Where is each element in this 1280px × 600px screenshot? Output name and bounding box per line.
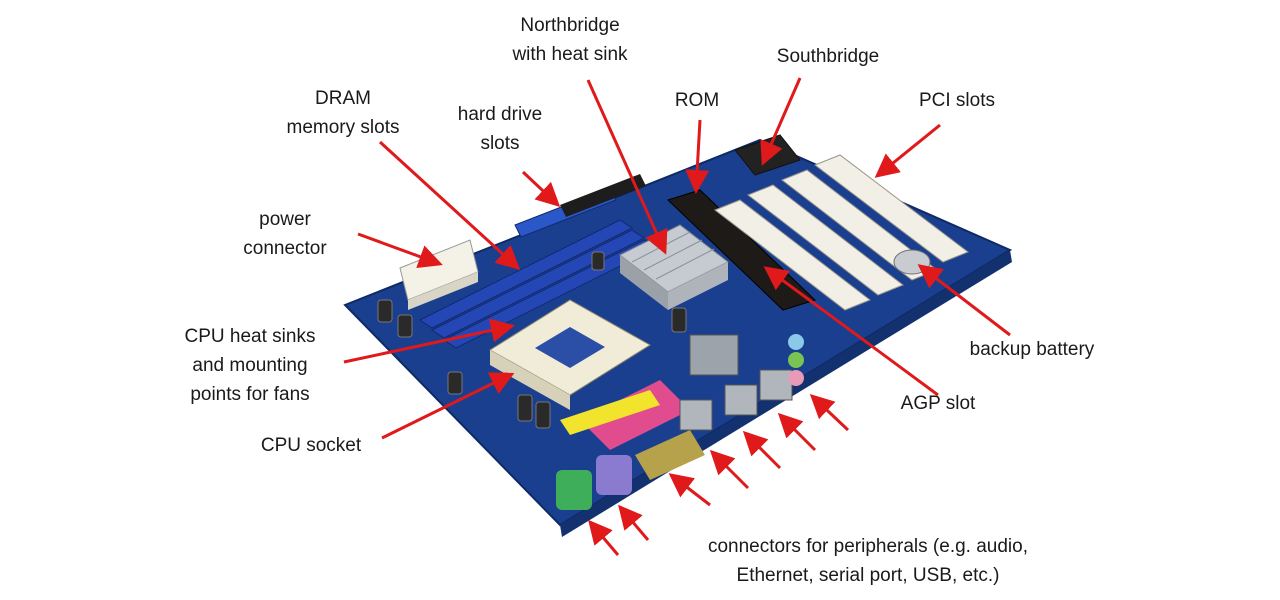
arrow-power <box>357 232 443 269</box>
callout-arrows <box>343 77 1011 556</box>
label-hard-drive: hard drive slots <box>457 104 543 154</box>
pci-slots <box>713 154 970 311</box>
cpu-socket <box>489 299 651 410</box>
label-backup-battery: backup battery <box>969 339 1095 360</box>
arrow-conn-1 <box>588 519 620 556</box>
arrow-conn-3 <box>668 473 711 507</box>
arrow-conn-7 <box>809 393 850 432</box>
label-power-connector: power connector <box>243 209 327 259</box>
arrow-conn-4 <box>709 449 750 490</box>
arrow-agp <box>763 266 939 397</box>
arrow-dram <box>378 140 521 271</box>
label-cpu-heat-sinks: CPU heat sinks and mounting points for f… <box>184 326 316 405</box>
arrow-rom <box>685 119 710 194</box>
arrow-cpu-socket <box>381 372 515 440</box>
arrow-cpu-heat <box>343 318 515 364</box>
label-connectors: connectors for peripherals (e.g. audio, … <box>707 536 1028 586</box>
arrow-conn-5 <box>742 430 782 470</box>
arrow-battery <box>917 264 1011 337</box>
arrow-hdd <box>521 170 561 208</box>
label-cpu-socket: CPU socket <box>260 435 362 456</box>
label-agp-slot: AGP slot <box>900 393 976 414</box>
label-pci-slots: PCI slots <box>918 90 996 111</box>
arrow-conn-2 <box>618 504 650 541</box>
rear-io-ports <box>556 334 804 510</box>
label-northbridge: Northbridge with heat sink <box>512 15 628 65</box>
arrow-pci <box>874 123 941 178</box>
hard-drive-slots <box>514 174 646 238</box>
arrow-southbridge <box>760 77 802 166</box>
label-dram: DRAM memory slots <box>286 88 400 138</box>
capacitors <box>377 251 687 429</box>
label-rom: ROM <box>674 90 720 111</box>
power-connector <box>399 239 479 310</box>
arrow-conn-6 <box>777 412 817 452</box>
arrow-northbridge <box>586 79 668 255</box>
label-southbridge: Southbridge <box>776 46 880 67</box>
